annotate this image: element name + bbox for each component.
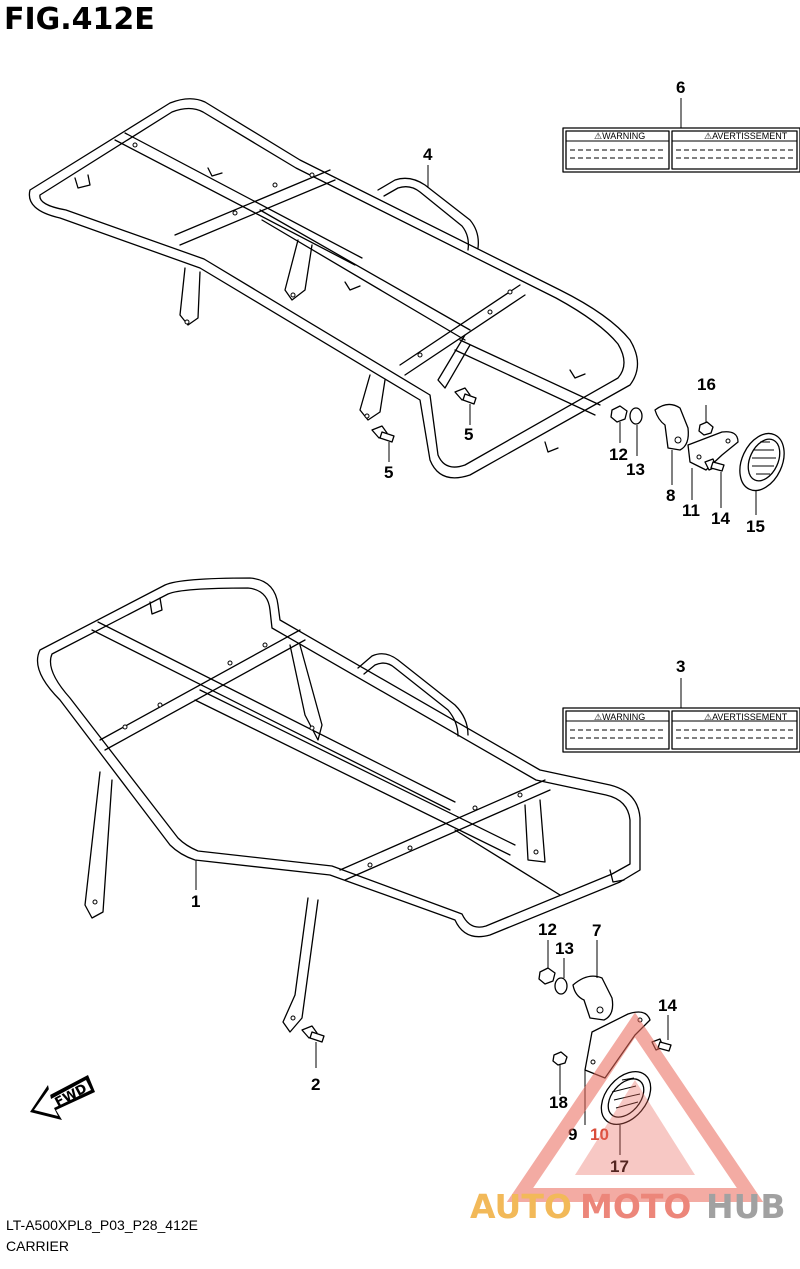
warning-label-3: ⚠WARNING ⚠AVERTISSEMENT (562, 707, 800, 753)
callout-13b: 13 (555, 939, 574, 958)
nut-12b (538, 967, 556, 985)
callout-2: 2 (311, 1075, 320, 1094)
front-carrier-frame (36, 577, 641, 1033)
callout-5b: 5 (384, 463, 393, 482)
callout-numbers: 4 6 5 5 16 12 13 8 11 14 15 3 1 12 13 7 … (191, 78, 765, 1176)
bolt-5b (371, 425, 395, 443)
callout-4: 4 (423, 145, 433, 164)
callout-18: 18 (549, 1093, 568, 1112)
callout-1: 1 (191, 892, 200, 911)
automotohub-watermark: AUTO MOTO HUB (470, 1012, 786, 1226)
bolt-5a (454, 387, 477, 405)
callout-16: 16 (697, 375, 716, 394)
warning-label-6: ⚠WARNING ⚠AVERTISSEMENT (562, 127, 800, 173)
screw-14a (704, 458, 725, 472)
reflector-15 (739, 432, 785, 492)
diagram-name: CARRIER (6, 1238, 70, 1254)
watermark-hub: HUB (706, 1187, 786, 1226)
screw-14b (651, 1038, 672, 1052)
reflector-17 (600, 1071, 652, 1125)
diagram-code: LT-A500XPL8_P03_P28_412E (6, 1217, 199, 1233)
callout-5a: 5 (464, 425, 473, 444)
callout-8: 8 (666, 486, 675, 505)
callout-14b: 14 (658, 996, 677, 1015)
callout-3: 3 (676, 657, 685, 676)
callout-15: 15 (746, 517, 765, 536)
nut-18 (552, 1051, 568, 1066)
collar-13a (629, 407, 643, 425)
label3-avertissement-text: ⚠AVERTISSEMENT (704, 712, 788, 722)
callout-11: 11 (682, 501, 700, 520)
label6-avertissement-text: ⚠AVERTISSEMENT (704, 131, 788, 141)
watermark-moto: MOTO (580, 1187, 691, 1226)
label6-warning-text: ⚠WARNING (594, 131, 645, 141)
callout-6: 6 (676, 78, 685, 97)
clamp-8 (654, 403, 689, 451)
callout-14a: 14 (711, 509, 730, 528)
watermark-auto: AUTO (470, 1187, 572, 1226)
callout-12b: 12 (538, 920, 557, 939)
callout-9: 9 (568, 1125, 577, 1144)
nut-12a (610, 405, 628, 423)
nut-16 (698, 421, 714, 436)
clamp-7 (572, 975, 614, 1021)
callout-7: 7 (592, 921, 601, 940)
label3-warning-text: ⚠WARNING (594, 712, 645, 722)
fwd-arrow-icon: FWD (30, 1075, 95, 1120)
bolt-2 (301, 1025, 325, 1043)
figure-title: FIG.412E (4, 2, 155, 37)
callout-10: 10 (590, 1125, 609, 1144)
callout-17: 17 (610, 1157, 629, 1176)
callout-13a: 13 (626, 460, 645, 479)
rear-carrier-frame (28, 98, 639, 479)
collar-13b (554, 977, 568, 995)
callout-12a: 12 (609, 445, 628, 464)
